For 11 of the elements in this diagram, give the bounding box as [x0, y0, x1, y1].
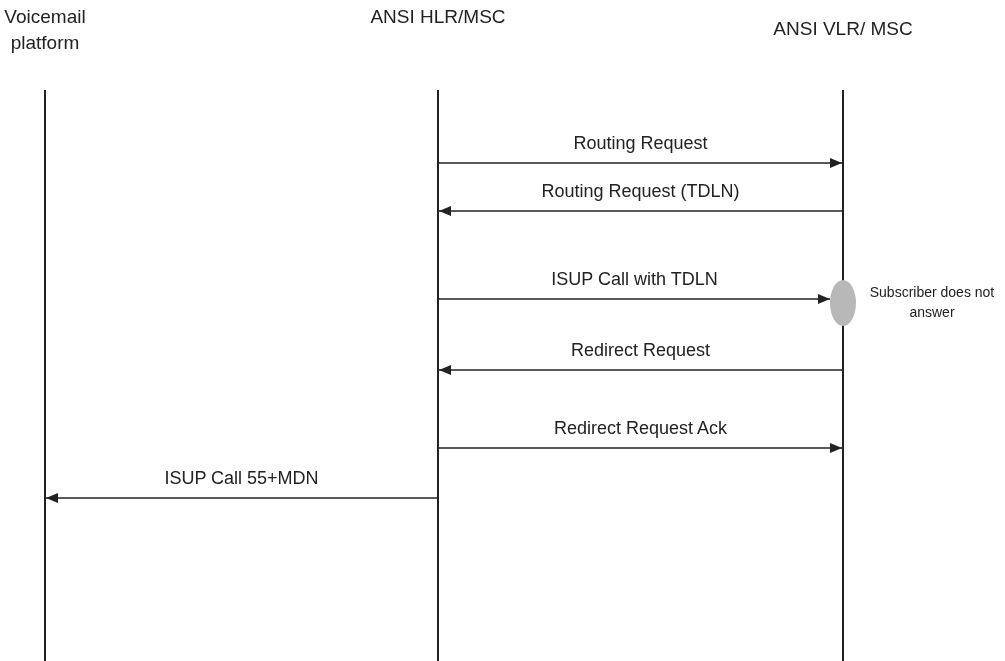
arrow — [45, 493, 438, 503]
arrow — [438, 158, 843, 168]
arrow — [438, 443, 843, 453]
note-text: Subscriber does not answer — [868, 283, 996, 322]
arrow — [438, 294, 831, 304]
lifeline-header: Voicemail platform — [3, 5, 87, 55]
arrow — [438, 365, 843, 375]
arrow — [438, 206, 843, 216]
oval-marker — [830, 280, 856, 326]
lifeline-header: ANSI VLR/ MSC — [772, 17, 914, 41]
lifeline-header: ANSI HLR/MSC — [369, 5, 507, 29]
